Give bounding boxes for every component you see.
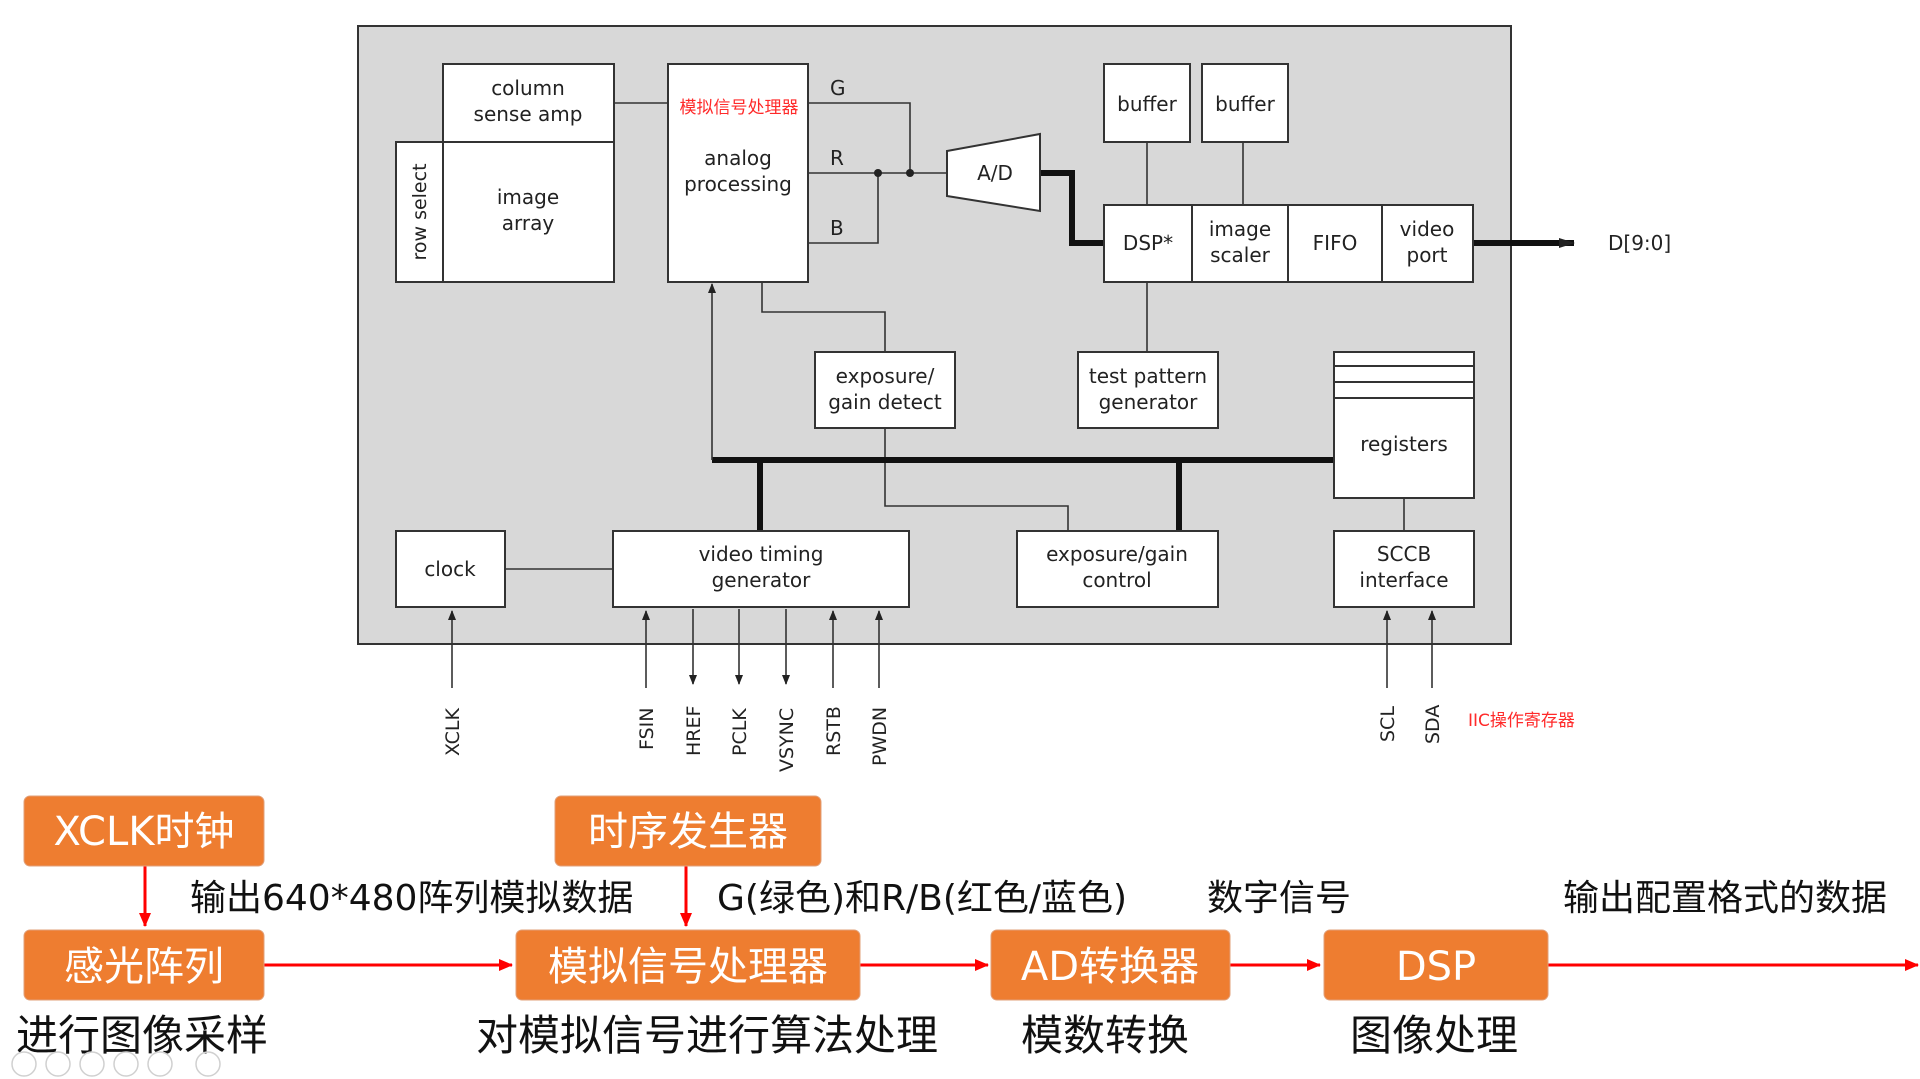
exposure-detect-label-1: exposure/ <box>836 364 935 388</box>
video-port-label-2: port <box>1407 243 1448 267</box>
row-select-label: row select <box>409 163 431 260</box>
signal-b-label: B <box>830 216 844 240</box>
caption-analog: 对模拟信号进行算法处理 <box>476 1011 938 1060</box>
timing-generator-label-2: generator <box>712 568 812 592</box>
pin-rstb: RSTB <box>823 706 845 756</box>
fifo-label: FIFO <box>1313 231 1358 255</box>
junction-dot <box>874 169 882 177</box>
flow-arrows <box>139 866 1919 971</box>
buffer-label-2: buffer <box>1215 92 1275 116</box>
flow-box-analog <box>515 929 861 1001</box>
flow-box-dsp-label: DSP <box>1396 944 1476 990</box>
buffer-block-1 <box>1103 63 1191 143</box>
pin-arrows <box>448 609 1436 688</box>
pin-fsin: FSIN <box>636 708 658 750</box>
pin-vsync: VSYNC <box>776 708 798 772</box>
pin-pwdn: PWDN <box>869 707 891 766</box>
caption-ad: 模数转换 <box>1021 1011 1189 1060</box>
ad-converter-block <box>946 132 1041 213</box>
analog-processing-label-1: analog <box>704 146 772 170</box>
prev-slide-icon[interactable] <box>11 1051 37 1077</box>
analog-note: 模拟信号处理器 <box>680 98 799 118</box>
flow-box-timing <box>554 795 822 867</box>
flow-box-sensor <box>23 929 265 1001</box>
zoom-icon[interactable] <box>147 1051 173 1077</box>
sccb-interface-block <box>1333 530 1475 608</box>
register-stripes <box>1334 365 1474 399</box>
video-port-block <box>1381 204 1474 283</box>
exposure-control-label-2: control <box>1082 568 1151 592</box>
pin-sda: SDA <box>1422 705 1444 744</box>
image-scaler-label-2: scaler <box>1210 243 1271 267</box>
label-grb: G(绿色)和R/B(红色/蓝色) <box>717 878 1127 919</box>
next-slide-icon[interactable] <box>45 1051 71 1077</box>
pin-xclk: XCLK <box>442 708 464 756</box>
registers-label: registers <box>1360 432 1448 456</box>
clock-label: clock <box>424 557 476 581</box>
column-sense-amp-label-2: sense amp <box>474 102 583 126</box>
analog-processing-label-2: processing <box>684 172 792 196</box>
timing-generator-block <box>612 530 910 608</box>
test-pattern-label-1: test pattern <box>1089 364 1207 388</box>
flow-box-sensor-label: 感光阵列 <box>64 944 224 990</box>
analog-processing-block <box>667 63 809 283</box>
pen-icon[interactable] <box>79 1051 105 1077</box>
pin-href: HREF <box>683 706 705 756</box>
exposure-control-block <box>1016 530 1219 608</box>
dsp-block <box>1103 204 1193 283</box>
flow-box-ad-label: AD转换器 <box>1021 944 1199 990</box>
exposure-detect-block <box>814 351 956 429</box>
sccb-label-1: SCCB <box>1377 542 1431 566</box>
dout-label: D[9:0] <box>1608 231 1671 255</box>
pin-scl: SCL <box>1377 706 1399 742</box>
iic-note: IIC操作寄存器 <box>1468 711 1575 731</box>
slide-toolbar <box>11 1051 221 1077</box>
label-output-640: 输出640*480阵列模拟数据 <box>190 878 633 919</box>
image-scaler-label-1: image <box>1209 217 1271 241</box>
exposure-detect-label-2: gain detect <box>828 390 942 414</box>
video-port-label-1: video <box>1400 217 1455 241</box>
flow-box-ad <box>990 929 1231 1001</box>
junction-dot <box>906 169 914 177</box>
flow-box-analog-label: 模拟信号处理器 <box>548 944 828 990</box>
registers-block <box>1333 351 1475 499</box>
caption-dsp: 图像处理 <box>1350 1011 1518 1060</box>
clock-block <box>395 530 506 608</box>
pin-pclk: PCLK <box>729 708 751 756</box>
column-sense-amp-block <box>442 63 615 143</box>
dsp-label: DSP* <box>1123 231 1173 255</box>
test-pattern-label-2: generator <box>1099 390 1199 414</box>
flow-box-dsp <box>1323 929 1549 1001</box>
signal-r-label: R <box>830 146 844 170</box>
signal-g-label: G <box>830 76 846 100</box>
control-bus <box>712 170 1575 531</box>
test-pattern-block <box>1077 351 1219 429</box>
image-scaler-block <box>1191 204 1289 283</box>
buffer-label-1: buffer <box>1117 92 1177 116</box>
flow-box-timing-label: 时序发生器 <box>588 809 788 855</box>
fifo-block <box>1287 204 1383 283</box>
image-array-label-1: image <box>497 185 559 209</box>
buffer-block-2 <box>1201 63 1289 143</box>
label-digital: 数字信号 <box>1207 878 1351 919</box>
signal-wires <box>505 102 1405 570</box>
exposure-control-label-1: exposure/gain <box>1046 542 1188 566</box>
timing-generator-label-1: video timing <box>699 542 824 566</box>
column-sense-amp-label-1: column <box>491 76 565 100</box>
row-select-block <box>395 141 444 283</box>
image-array-label-2: array <box>502 211 555 235</box>
flow-box-xclk <box>23 795 265 867</box>
flow-box-xclk-label: XCLK时钟 <box>54 809 235 855</box>
more-options-icon[interactable] <box>195 1051 221 1077</box>
sccb-label-2: interface <box>1359 568 1448 592</box>
label-output-format: 输出配置格式的数据 <box>1563 878 1887 919</box>
ad-label: A/D <box>977 161 1013 185</box>
slides-icon[interactable] <box>113 1051 139 1077</box>
